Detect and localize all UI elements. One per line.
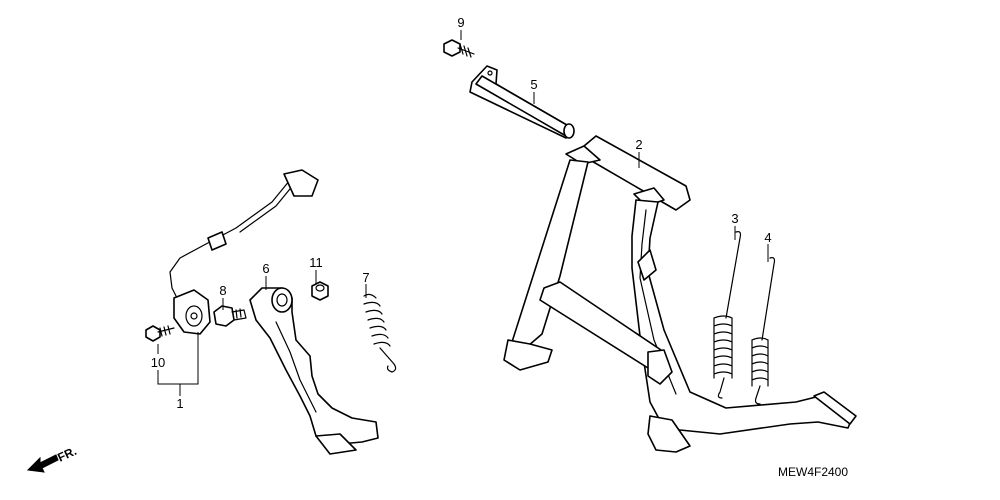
front-direction-indicator: FR. [26, 444, 79, 473]
callout-11: 11 [309, 255, 323, 270]
front-direction-arrow-icon [26, 454, 59, 473]
callout-1: 1 [176, 396, 183, 411]
part-4-spring [751, 257, 776, 405]
part-10-bolt [145, 325, 175, 342]
callout-4: 4 [764, 230, 771, 245]
part-8-bolt [213, 305, 247, 327]
part-11-nut [311, 281, 329, 301]
callout-10: 10 [151, 355, 165, 370]
part-9-bolt [443, 39, 475, 58]
part-6-side-stand [249, 287, 379, 455]
front-direction-label: FR. [55, 444, 78, 465]
callout-2: 2 [635, 137, 642, 152]
part-2-main-stand [503, 135, 857, 453]
callout-8: 8 [219, 283, 226, 298]
callout-9: 9 [457, 15, 464, 30]
part-5-pivot-pipe [469, 65, 575, 139]
part-3-spring [713, 231, 742, 399]
callout-6: 6 [262, 261, 269, 276]
part-1-side-stand-switch [169, 169, 319, 335]
callout-3: 3 [731, 211, 738, 226]
leader-lines [157, 30, 769, 396]
callout-7: 7 [362, 270, 369, 285]
part-7-spring [363, 293, 397, 373]
callout-5: 5 [530, 77, 537, 92]
drawing-code: MEW4F2400 [778, 465, 848, 479]
